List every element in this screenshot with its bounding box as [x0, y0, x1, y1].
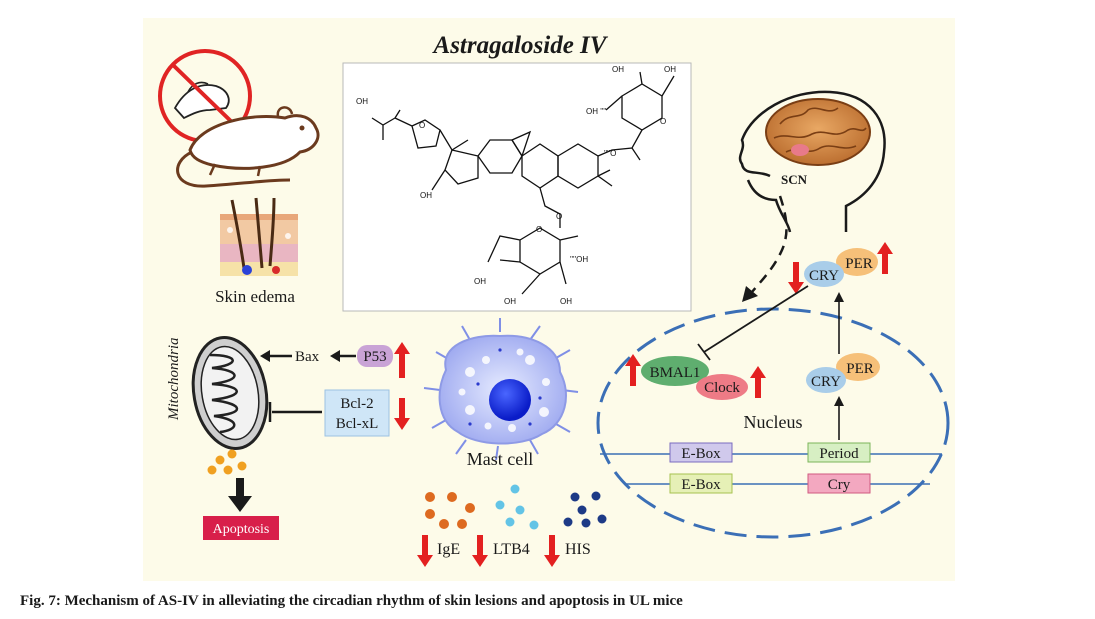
- ltb4-label: LTB4: [493, 541, 530, 558]
- clock-up-arrow: [750, 366, 766, 398]
- cry-gene-label: Cry: [828, 477, 851, 493]
- figure-title: Astragaloside IV: [432, 32, 609, 59]
- his-down-arrow: [544, 535, 560, 567]
- apoptosis-box: [203, 516, 279, 540]
- ige-label: IgE: [437, 541, 460, 558]
- mast-cell-label: Mast cell: [467, 449, 533, 469]
- per-up-arrow: [877, 242, 893, 274]
- bcl-box: [324, 389, 390, 437]
- mast-cell-icon: [423, 318, 579, 461]
- p53-up-arrow: [394, 342, 410, 378]
- cry-gene-box: [807, 473, 871, 494]
- structure-o-label: O: [556, 212, 562, 221]
- ltb4-dots: [495, 484, 539, 530]
- per-node-outer: [836, 248, 878, 276]
- his-dots: [563, 491, 607, 528]
- his-label: HIS: [565, 541, 591, 558]
- ebox-bottom-label: E-Box: [681, 477, 721, 493]
- clock-node: [696, 374, 748, 400]
- bcl2-label: Bcl-2: [340, 396, 373, 412]
- cry-label-outer: CRY: [809, 268, 839, 284]
- cry-inhibits-bmal1-line: [703, 285, 809, 353]
- structure-oh-label: OH: [664, 65, 676, 74]
- ige-down-arrow: [417, 535, 433, 567]
- structure-oh-label: OH: [504, 297, 516, 306]
- structure-oh-label: OH: [612, 65, 624, 74]
- per-label-inner: PER: [846, 361, 874, 377]
- period-label: Period: [819, 446, 859, 462]
- ebox-bottom: [669, 473, 733, 494]
- p53-badge: [357, 345, 393, 367]
- mitochondrion-icon: [191, 335, 269, 451]
- structure-oh-label: OH: [560, 297, 572, 306]
- scn-to-nucleus-dashed-arrow: [751, 195, 788, 293]
- cry-label-inner: CRY: [811, 374, 841, 390]
- bmal1-label: BMAL1: [650, 365, 701, 381]
- per-node-inner: [836, 353, 880, 381]
- cry-node-outer: [804, 261, 844, 287]
- apoptosis-arrow: [228, 478, 252, 512]
- mouse-icon: [176, 106, 320, 188]
- p53-label: P53: [363, 349, 386, 365]
- structure-o-label: O: [660, 117, 666, 126]
- cry-down-arrow: [788, 262, 804, 294]
- mito-release-dots: [207, 449, 247, 475]
- ltb4-down-arrow: [472, 535, 488, 567]
- ebox-top-label: E-Box: [681, 446, 721, 462]
- per-label-outer: PER: [845, 256, 873, 272]
- chemical-structure: OH O OH OH OH OH '''' O ''''O O O ''''OH…: [342, 62, 692, 312]
- structure-oh-label: OH: [356, 97, 368, 106]
- cry-node-inner: [806, 367, 846, 393]
- figure-caption: Fig. 7: Mechanism of AS-IV in alleviatin…: [20, 593, 683, 609]
- skin-section-icon: [220, 197, 298, 276]
- bmal1-up-arrow: [625, 354, 641, 386]
- clock-label: Clock: [704, 380, 740, 396]
- nucleus-label: Nucleus: [744, 412, 803, 432]
- structure-o-label: O: [419, 121, 425, 130]
- structure-oh-label: OH '''': [586, 107, 607, 116]
- scn-label: SCN: [781, 172, 808, 187]
- bcl-down-arrow: [394, 398, 410, 430]
- bax-label: Bax: [295, 349, 320, 365]
- structure-oh-label: ''''OH: [570, 255, 588, 264]
- ebox-top: [669, 442, 733, 463]
- apoptosis-label: Apoptosis: [213, 522, 270, 537]
- ige-dots: [425, 492, 475, 529]
- bclxl-label: Bcl-xL: [336, 416, 379, 432]
- structure-o-label: O: [536, 225, 542, 234]
- structure-oh-label: OH: [420, 191, 432, 200]
- bmal1-node: [641, 356, 709, 386]
- structure-o-label: ''''O: [604, 149, 616, 158]
- mitochondria-label: Mitochondria: [166, 338, 182, 422]
- period-box: [807, 442, 871, 463]
- skin-edema-label: Skin edema: [215, 287, 295, 306]
- structure-oh-label: OH: [474, 277, 486, 286]
- brain-head-icon: [738, 90, 886, 233]
